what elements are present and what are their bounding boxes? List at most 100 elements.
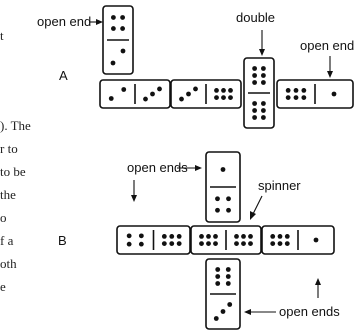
domino-pip [252, 115, 257, 120]
left-text-column: t ). The r to to be the o f a oth e [0, 28, 31, 294]
domino-pip [177, 234, 182, 239]
domino-pip [213, 234, 218, 239]
domino-pip [241, 234, 246, 239]
domino-pip [261, 101, 266, 106]
domino-pip [228, 88, 233, 93]
text-fragment: f a [0, 233, 14, 248]
domino-pip [139, 242, 144, 247]
label-open-end-right: open end [300, 38, 354, 53]
label-section-a: A [59, 68, 68, 83]
domino-pip [221, 88, 226, 93]
text-fragment: o [0, 210, 7, 225]
domino-pip [221, 95, 226, 100]
domino-pip [241, 241, 246, 246]
domino-a-vertical-top [103, 6, 133, 74]
domino-pip [179, 97, 184, 102]
text-fragment: r to [0, 141, 18, 156]
arrow-head [259, 49, 265, 56]
domino-pip [206, 241, 211, 246]
domino-pip [127, 233, 132, 238]
domino-pip [286, 95, 291, 100]
domino-pip [215, 267, 220, 272]
domino-pip [215, 208, 220, 213]
domino-pip [278, 234, 283, 239]
domino-pip [301, 95, 306, 100]
domino-pip [206, 234, 211, 239]
domino-pip [286, 88, 291, 93]
domino-pip [169, 241, 174, 246]
domino-b-row-right [262, 226, 334, 254]
domino-pip [261, 66, 266, 71]
domino-pip [221, 309, 226, 314]
domino-pip [120, 15, 125, 20]
domino-pip [169, 234, 174, 239]
domino-pip [143, 97, 148, 102]
domino-pip [226, 267, 231, 272]
domino-pip [109, 96, 114, 101]
domino-pip [214, 88, 219, 93]
domino-pip [261, 115, 266, 120]
arrow-head [315, 278, 321, 285]
domino-pip [111, 15, 116, 20]
text-fragment: to be [0, 164, 26, 179]
domino-pip [186, 92, 191, 97]
domino-pip [227, 302, 232, 307]
text-fragment: ). The [0, 118, 31, 133]
domino-b-spinner [191, 226, 261, 254]
label-section-b: B [58, 233, 67, 248]
domino-pip [226, 274, 231, 279]
domino-pip [226, 281, 231, 286]
domino-pip [162, 234, 167, 239]
arrow-head [131, 195, 137, 202]
domino-pip [228, 95, 233, 100]
domino-pip [270, 241, 275, 246]
domino-pip [221, 167, 226, 172]
domino-pip [252, 101, 257, 106]
domino-pip [177, 241, 182, 246]
domino-pip [252, 66, 257, 71]
domino-pip [234, 241, 239, 246]
domino-pip [139, 233, 144, 238]
text-fragment: the [0, 187, 16, 202]
domino-pip [301, 88, 306, 93]
domino-pip [111, 26, 116, 31]
domino-pip [314, 238, 319, 243]
domino-pip [162, 241, 167, 246]
domino-pip [215, 196, 220, 201]
domino-pip [248, 234, 253, 239]
text-fragment: t [0, 28, 4, 43]
domino-pip [252, 80, 257, 85]
domino-pip [285, 234, 290, 239]
domino-pip [157, 87, 162, 92]
arrow-head [244, 309, 251, 315]
domino-pip [215, 274, 220, 279]
domino-pip [226, 196, 231, 201]
domino-a-row-1 [100, 80, 170, 108]
domino-pip [121, 87, 126, 92]
domino-a-row-2 [171, 80, 241, 108]
domino-pip [199, 234, 204, 239]
label-double: double [236, 10, 275, 25]
domino-pip [111, 61, 116, 66]
text-fragment: oth [0, 256, 17, 271]
domino-pip [285, 241, 290, 246]
domino-pip [252, 108, 257, 113]
domino-b-row-left [117, 226, 190, 254]
domino-pip [294, 88, 299, 93]
domino-pip [261, 108, 266, 113]
domino-pip [278, 241, 283, 246]
domino-b-vertical-bottom [206, 259, 240, 329]
domino-pip [214, 95, 219, 100]
domino-pip [294, 95, 299, 100]
domino-pip [226, 208, 231, 213]
domino-pip [270, 234, 275, 239]
domino-pip [150, 92, 155, 97]
label-open-end-left: open end [37, 14, 91, 29]
domino-pip [261, 80, 266, 85]
label-spinner: spinner [258, 178, 301, 193]
domino-pip [248, 241, 253, 246]
domino-pip [213, 241, 218, 246]
domino-pip [261, 73, 266, 78]
domino-b-vertical-top [206, 152, 240, 222]
